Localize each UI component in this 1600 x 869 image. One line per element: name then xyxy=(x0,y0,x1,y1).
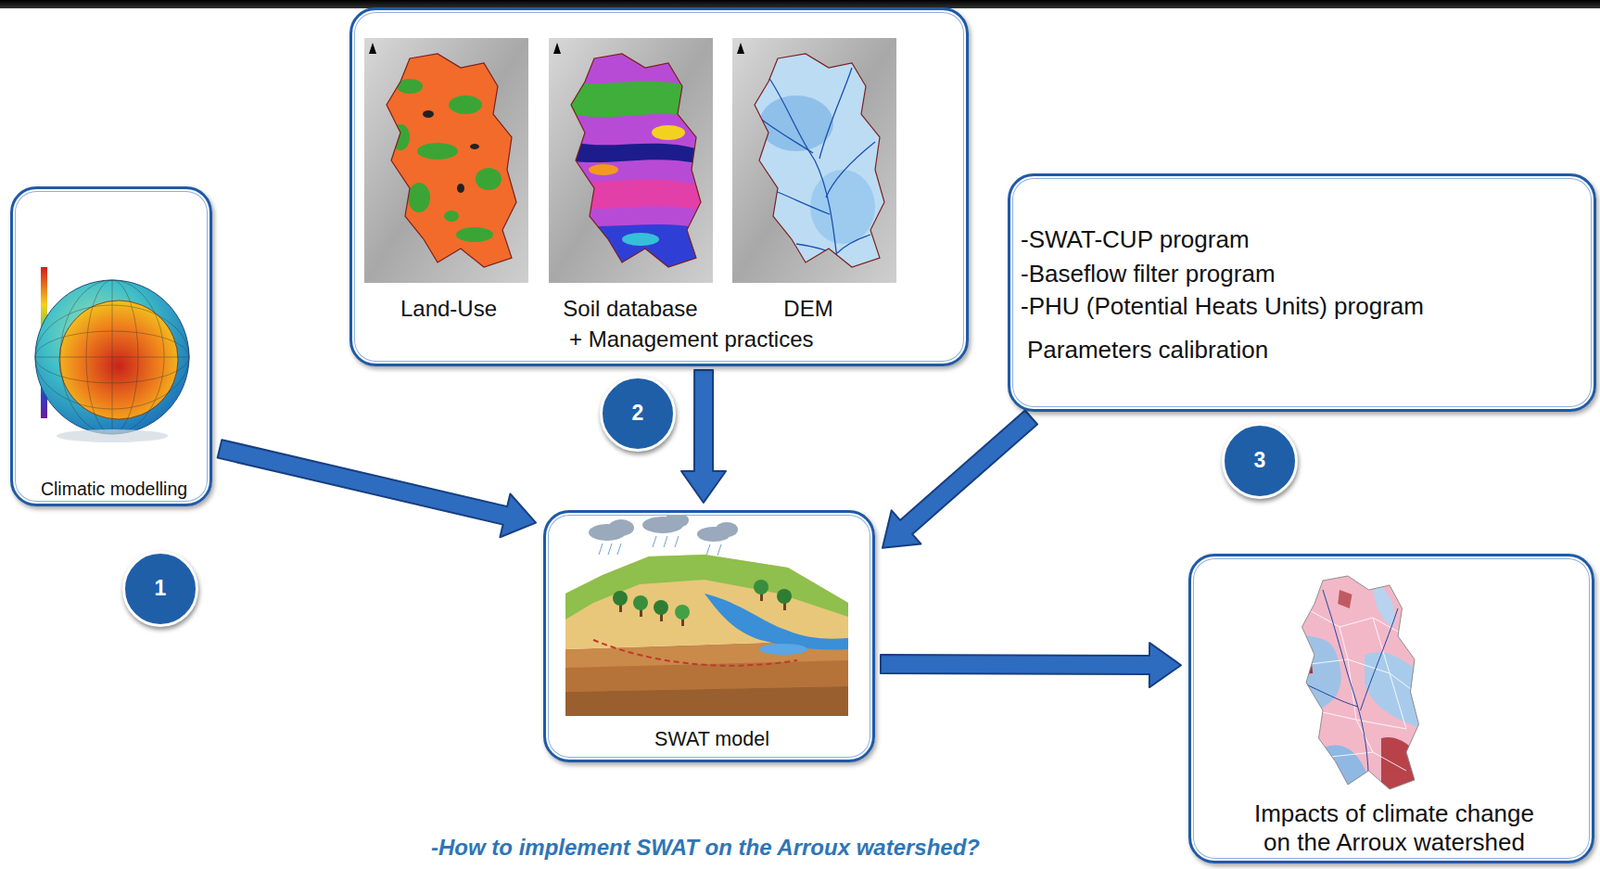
node-label: DEM xyxy=(783,295,833,323)
input-box: Climatic modelling xyxy=(10,186,213,507)
node-label: Land-Use xyxy=(400,295,497,323)
node-label: -SWAT-CUP program xyxy=(1020,225,1250,254)
block-arrow xyxy=(880,642,1181,687)
callout-number: 2 xyxy=(599,375,676,452)
node-label: Soil database xyxy=(562,295,698,323)
callout-number: 1 xyxy=(122,550,199,627)
output-box: Impacts of climate change on the Arroux … xyxy=(1188,553,1595,864)
block-arrow xyxy=(681,369,726,503)
node-label: Parameters calibration xyxy=(1027,335,1269,365)
callout-number: 3 xyxy=(1221,422,1298,499)
callout-number: 3 xyxy=(1224,447,1296,474)
node-label: Climatic modelling xyxy=(12,478,216,500)
node-label: -Baseflow filter program xyxy=(1020,259,1276,289)
node-label: SWAT model xyxy=(546,727,878,752)
input-box: -SWAT-CUP program -Baseflow filter progra… xyxy=(1007,173,1597,412)
node-label: Impacts of climate change on the Arroux … xyxy=(1241,799,1548,857)
node-label: -PHU (Potential Heats Units) program xyxy=(1020,292,1424,321)
node-label: + Management practices xyxy=(569,326,813,354)
caption: -How to implement SWAT on the Arroux wat… xyxy=(431,834,980,861)
model-box: SWAT model xyxy=(543,509,876,762)
input-box: Land-Use Soil database DEM + Management pra… xyxy=(349,7,969,367)
callout-number: 1 xyxy=(125,575,196,602)
callout-number: 2 xyxy=(602,400,674,427)
block-arrow xyxy=(882,410,1038,548)
block-arrow xyxy=(217,439,536,537)
